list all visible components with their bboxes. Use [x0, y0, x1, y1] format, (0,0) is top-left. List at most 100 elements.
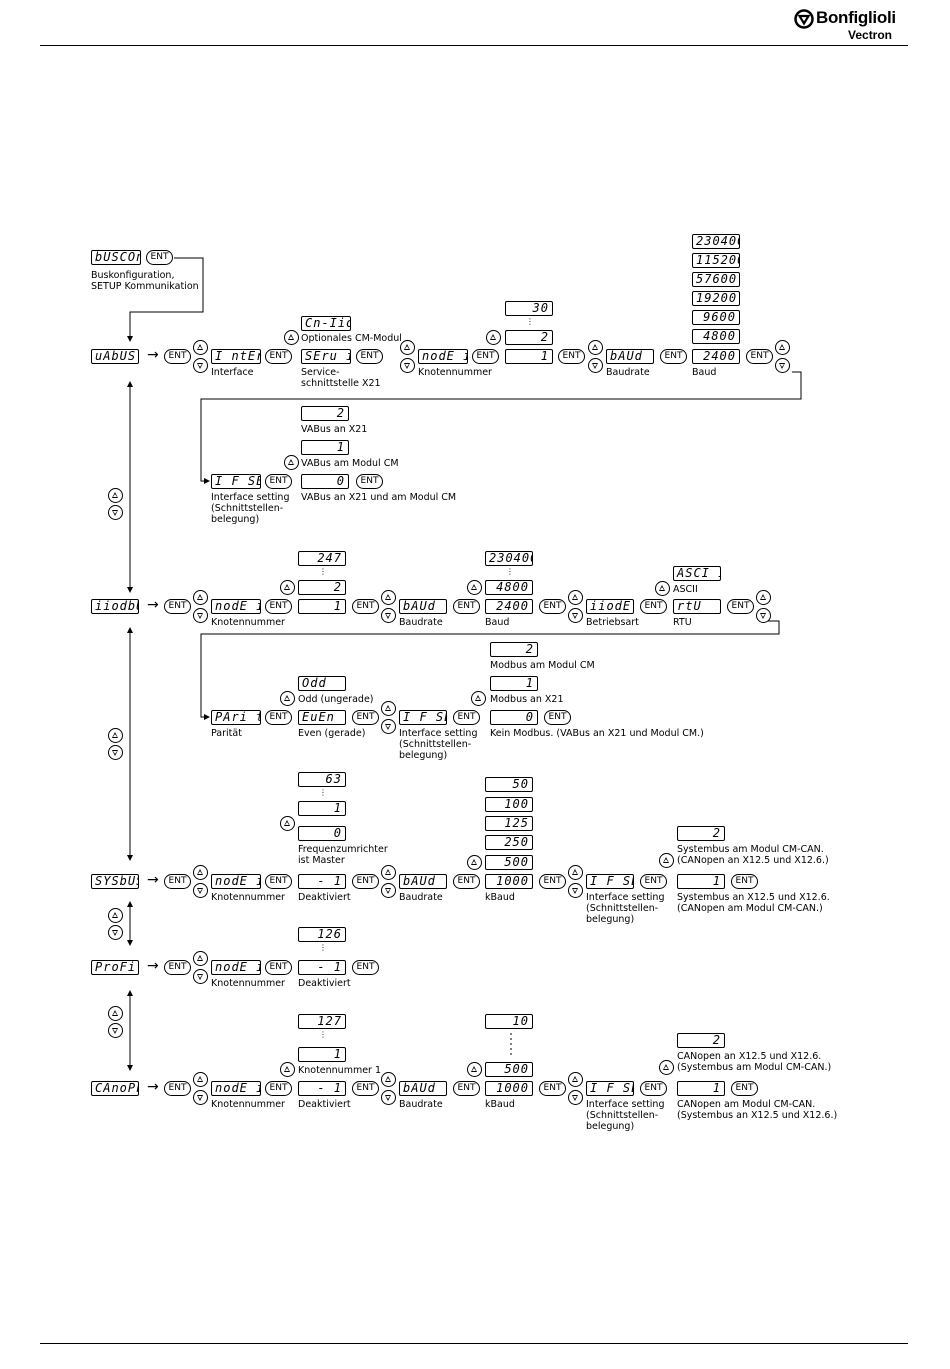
- up-key[interactable]: [108, 488, 123, 503]
- down-key[interactable]: [381, 883, 396, 898]
- ent-key[interactable]: ENT: [265, 474, 292, 489]
- ent-key[interactable]: ENT: [352, 599, 379, 614]
- ent-key[interactable]: ENT: [164, 349, 191, 364]
- node-value-1: 1: [505, 349, 553, 364]
- up-key[interactable]: [108, 728, 123, 743]
- ent-key[interactable]: ENT: [265, 960, 292, 975]
- ent-key[interactable]: ENT: [539, 1081, 566, 1096]
- ent-key[interactable]: ENT: [558, 349, 585, 364]
- up-key[interactable]: [280, 1062, 295, 1077]
- up-key[interactable]: [467, 1062, 482, 1077]
- ent-key[interactable]: ENT: [164, 960, 191, 975]
- ent-key[interactable]: ENT: [352, 1081, 379, 1096]
- up-key[interactable]: [193, 590, 208, 605]
- up-key[interactable]: [655, 581, 670, 596]
- up-key[interactable]: [659, 1060, 674, 1075]
- down-key[interactable]: [381, 1090, 396, 1105]
- up-key[interactable]: [775, 340, 790, 355]
- up-key[interactable]: [568, 1072, 583, 1087]
- up-key[interactable]: [467, 855, 482, 870]
- ent-key[interactable]: ENT: [539, 874, 566, 889]
- ent-key[interactable]: ENT: [640, 874, 667, 889]
- down-key[interactable]: [568, 883, 583, 898]
- ent-key[interactable]: ENT: [660, 349, 687, 364]
- ent-key[interactable]: ENT: [265, 874, 292, 889]
- ent-key[interactable]: ENT: [453, 599, 480, 614]
- ent-key[interactable]: ENT: [356, 349, 383, 364]
- ent-key[interactable]: ENT: [453, 710, 480, 725]
- down-key[interactable]: [381, 719, 396, 734]
- baudrate-label: Baudrate: [399, 617, 443, 628]
- down-key[interactable]: [193, 1090, 208, 1105]
- ent-key[interactable]: ENT: [472, 349, 499, 364]
- ent-key[interactable]: ENT: [164, 1081, 191, 1096]
- down-key[interactable]: [775, 358, 790, 373]
- down-key[interactable]: [568, 608, 583, 623]
- down-key[interactable]: [108, 745, 123, 760]
- ent-key[interactable]: ENT: [727, 599, 754, 614]
- up-key[interactable]: [568, 590, 583, 605]
- down-key[interactable]: [193, 883, 208, 898]
- up-key[interactable]: [284, 330, 299, 345]
- up-key[interactable]: [280, 691, 295, 706]
- up-key[interactable]: [471, 691, 486, 706]
- up-key[interactable]: [193, 865, 208, 880]
- ent-key[interactable]: ENT: [265, 349, 292, 364]
- down-key[interactable]: [108, 505, 123, 520]
- down-key[interactable]: [108, 1023, 123, 1038]
- ent-key[interactable]: ENT: [746, 349, 773, 364]
- ent-key[interactable]: ENT: [453, 874, 480, 889]
- down-key[interactable]: [756, 608, 771, 623]
- up-key[interactable]: [193, 951, 208, 966]
- ent-key[interactable]: ENT: [164, 599, 191, 614]
- node-value-1: 1: [298, 599, 346, 614]
- up-key[interactable]: [381, 590, 396, 605]
- up-key[interactable]: [193, 1072, 208, 1087]
- up-key[interactable]: [568, 865, 583, 880]
- ent-key[interactable]: ENT: [164, 874, 191, 889]
- up-key[interactable]: [486, 330, 501, 345]
- ent-key[interactable]: ENT: [352, 710, 379, 725]
- ent-key[interactable]: ENT: [731, 1081, 758, 1096]
- up-key[interactable]: [400, 340, 415, 355]
- mode-rtu-display: rtU: [673, 599, 721, 614]
- ent-key[interactable]: ENT: [265, 1081, 292, 1096]
- down-key[interactable]: [108, 925, 123, 940]
- ent-key[interactable]: ENT: [544, 710, 571, 725]
- ent-key[interactable]: ENT: [539, 599, 566, 614]
- down-key[interactable]: [381, 608, 396, 623]
- up-key[interactable]: [381, 1072, 396, 1087]
- ent-key[interactable]: ENT: [356, 474, 383, 489]
- up-key[interactable]: [467, 580, 482, 595]
- ent-key[interactable]: ENT: [265, 710, 292, 725]
- ent-key[interactable]: ENT: [731, 874, 758, 889]
- up-key[interactable]: [381, 865, 396, 880]
- up-key[interactable]: [108, 1006, 123, 1021]
- down-key[interactable]: [568, 1090, 583, 1105]
- up-key[interactable]: [280, 580, 295, 595]
- ent-key[interactable]: ENT: [352, 960, 379, 975]
- up-key[interactable]: [381, 701, 396, 716]
- down-key[interactable]: [193, 608, 208, 623]
- down-key[interactable]: [588, 358, 603, 373]
- up-key[interactable]: [588, 340, 603, 355]
- ifset-label-1: CANopen am Modul CM-CAN. (Systembus an X…: [677, 1099, 838, 1121]
- up-key[interactable]: [659, 853, 674, 868]
- up-key[interactable]: [108, 908, 123, 923]
- ifset-label: Interface setting (Schnittstellen- beleg…: [211, 492, 290, 525]
- ent-key[interactable]: ENT: [640, 1081, 667, 1096]
- down-key[interactable]: [193, 969, 208, 984]
- ent-key[interactable]: ENT: [265, 599, 292, 614]
- ent-key[interactable]: ENT: [640, 599, 667, 614]
- down-key[interactable]: [193, 358, 208, 373]
- up-key[interactable]: [756, 590, 771, 605]
- ent-key[interactable]: ENT: [146, 250, 173, 265]
- ent-key[interactable]: ENT: [453, 1081, 480, 1096]
- ent-key[interactable]: ENT: [352, 874, 379, 889]
- up-key[interactable]: [280, 816, 295, 831]
- ifset-label-1: Modbus an X21: [490, 694, 564, 705]
- down-key[interactable]: [400, 358, 415, 373]
- up-key[interactable]: [284, 455, 299, 470]
- arrow-right-icon: →: [147, 347, 159, 363]
- up-key[interactable]: [193, 340, 208, 355]
